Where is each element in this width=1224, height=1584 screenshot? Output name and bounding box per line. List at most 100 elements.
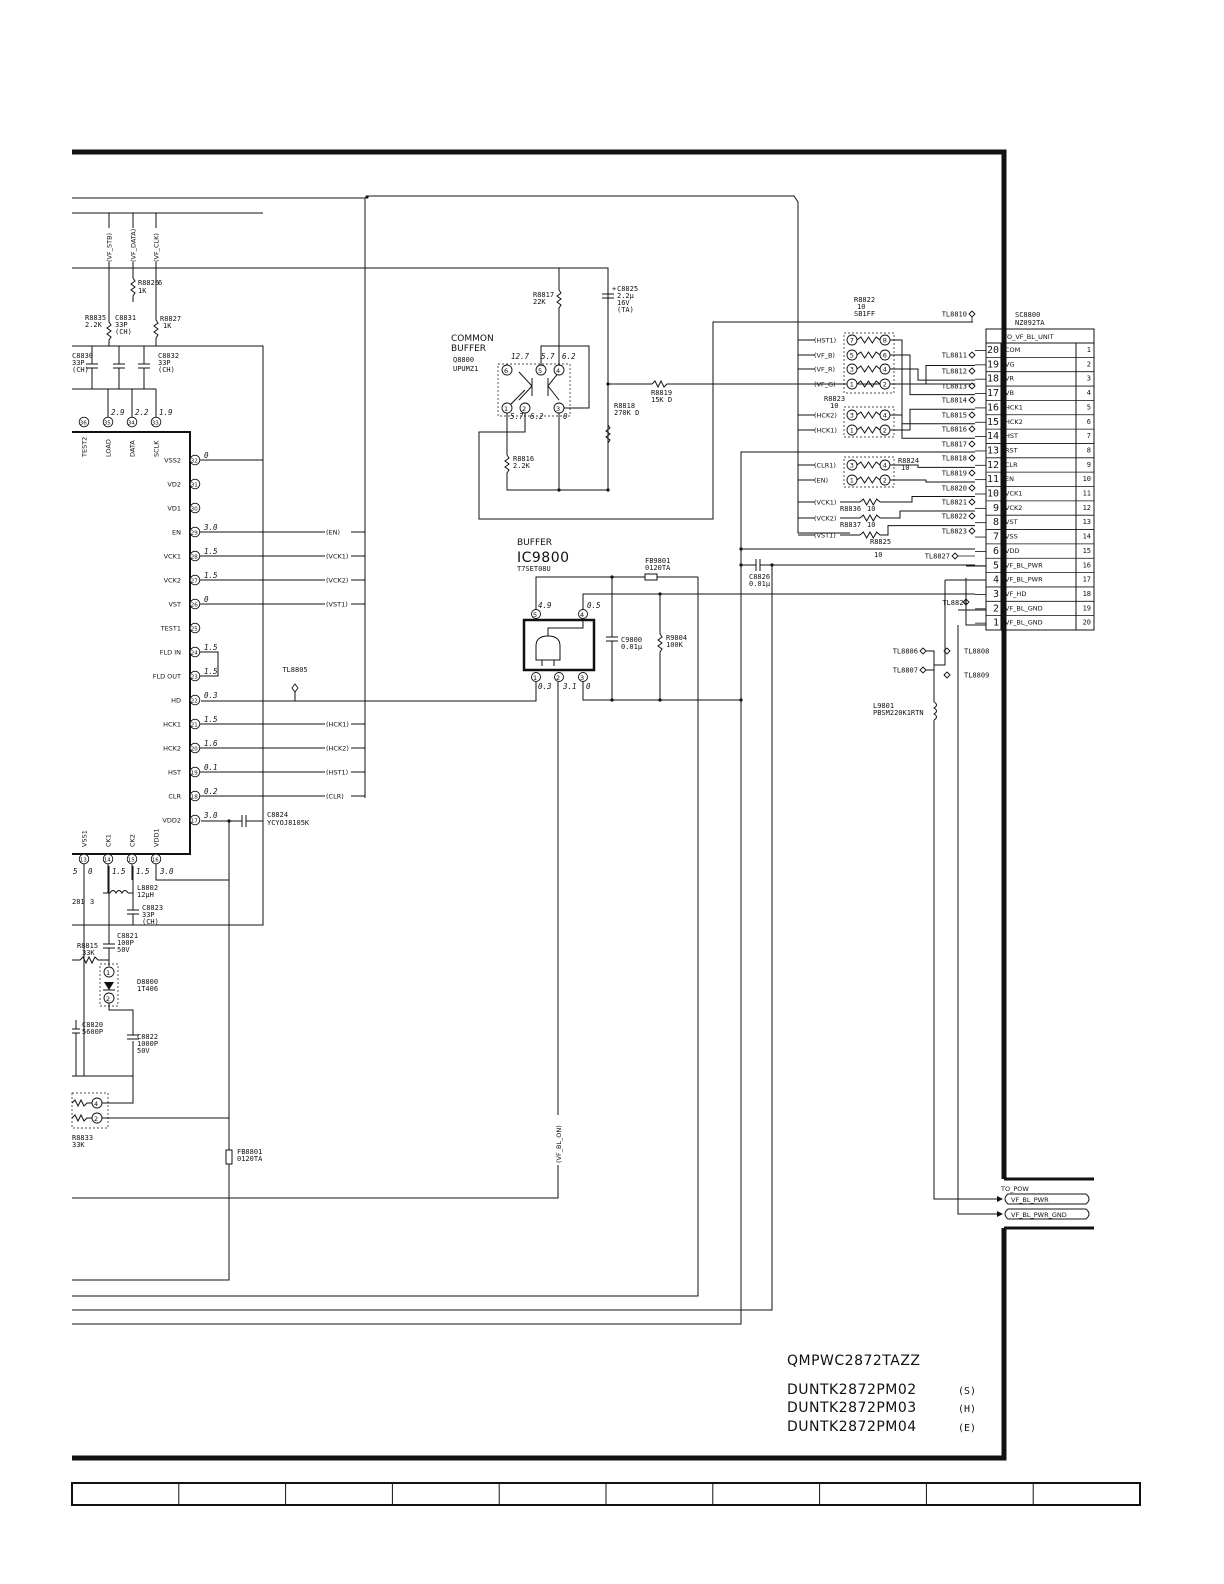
- connector-pin-name: COM: [1005, 346, 1020, 354]
- connector-pin-number: 19: [987, 359, 999, 370]
- r8819-value: 15K D: [651, 396, 672, 404]
- ic-right-pin-name: FLD OUT: [153, 673, 181, 681]
- ic-net-label: (VST1): [326, 601, 348, 609]
- test-lands: TL8810TL8811TL8812TL8813TL8814TL8815TL88…: [282, 310, 989, 680]
- test-land-label: TL8819: [942, 470, 967, 478]
- r8824-label: R8824: [898, 457, 919, 465]
- connector-pin-name: VST: [1005, 518, 1018, 526]
- connector-pin-name: VF_BL_PWR: [1005, 576, 1043, 584]
- ic-right-pin-25: [189, 622, 201, 634]
- ic-right-pin-24: [189, 646, 201, 658]
- connector-ext-pin: 10: [1083, 475, 1091, 483]
- ic-bottom-pin-name: CK1: [105, 834, 113, 847]
- ic9800-v4: 0.5: [587, 601, 601, 610]
- ic-right-pin-name: EN: [172, 529, 181, 537]
- svg-text:17: 17: [191, 818, 198, 824]
- connector-pin-number: 11: [987, 474, 999, 485]
- ic-bottom-pin-15: [126, 853, 138, 865]
- svg-text:31: 31: [191, 482, 198, 488]
- r8826-label: R8826: [138, 279, 159, 287]
- ic-top-pin-name: DATA: [129, 440, 137, 457]
- l9801-label: L9801: [873, 702, 894, 710]
- test-land-label: TL8809: [964, 672, 989, 680]
- connector-pin-number: 14: [987, 431, 999, 442]
- c8823-value: 33P: [142, 911, 155, 919]
- q8800-v5: 5.7: [541, 352, 555, 361]
- connector-pin-number: 1: [993, 618, 999, 629]
- svg-text:5: 5: [533, 611, 537, 619]
- svg-text:6: 6: [883, 351, 887, 359]
- svg-text:6: 6: [504, 367, 508, 375]
- c8822-label: C8822: [137, 1033, 158, 1041]
- svg-text:4: 4: [883, 461, 887, 469]
- r8816-label: R8816: [513, 455, 534, 463]
- test-land-label: TL8815: [942, 412, 967, 420]
- l8802-value: 12µH: [137, 891, 154, 899]
- q8800-v1: 5.7: [510, 412, 524, 421]
- c8825-label: C8825: [617, 285, 638, 293]
- svg-text:6: 6: [158, 279, 162, 287]
- svg-text:16: 16: [152, 857, 159, 863]
- test-land-tl8813: [968, 382, 976, 390]
- c8826-label: C8826: [749, 573, 770, 581]
- ic-bottom-pin-voltage: 1.5: [136, 867, 150, 876]
- test-land-label: TL8817: [942, 441, 967, 449]
- ic-right-pin-17: [189, 814, 201, 826]
- to-pow-row-2: VF_BL_PWR_GND: [1011, 1211, 1067, 1219]
- test-land-label: TL8824: [942, 599, 967, 607]
- test-land-tl8820: [968, 484, 976, 492]
- connector-pin-number: 13: [987, 445, 999, 456]
- ic-right-pin-voltage: 3.0: [203, 811, 218, 820]
- net-vf-bl-on: (VF_BL_ON): [555, 1125, 563, 1163]
- single-net-label: (VCK2): [814, 514, 836, 522]
- test-land-label: TL8820: [942, 485, 967, 493]
- ic9800-v3: 0: [586, 682, 591, 691]
- test-land-tl8818: [968, 454, 976, 462]
- array-net-label: (HST1): [814, 336, 836, 344]
- svg-text:1: 1: [850, 380, 854, 388]
- svg-text:29: 29: [191, 530, 198, 536]
- connector-pin-name: HST: [1005, 432, 1018, 440]
- svg-text:27: 27: [191, 578, 198, 584]
- test-land-tl8817: [968, 440, 976, 448]
- ic-bottom-pin-16: [150, 853, 162, 865]
- svg-text:2: 2: [883, 426, 887, 434]
- ic-right-pin-name: HST: [168, 769, 181, 777]
- c8825-value: 2.2µ: [617, 292, 635, 300]
- c8825-type: (TA): [617, 306, 634, 314]
- connector-ext-pin: 13: [1083, 518, 1091, 526]
- connector-pin-name: VF_BL_GND: [1005, 619, 1043, 627]
- r8822-type: SB1FF: [854, 310, 875, 318]
- svg-text:18: 18: [191, 794, 198, 800]
- test-land-label: TL8823: [942, 528, 967, 536]
- svg-text:1: 1: [850, 476, 854, 484]
- test-land-tl8812: [968, 367, 976, 375]
- test-land-tl8811: [968, 351, 976, 359]
- test-land-tl8810: [968, 310, 976, 318]
- connector-pin-name: VF_BL_PWR: [1005, 561, 1043, 569]
- r8815-label: R8815: [77, 942, 98, 950]
- connector-pin-name: VDD: [1005, 547, 1019, 555]
- connector-pin-name: VB: [1005, 389, 1014, 397]
- ic9800-value: T7SET08U: [517, 565, 551, 573]
- connector-pin-name: VCK1: [1005, 490, 1022, 498]
- r8825-label: R8825: [870, 538, 891, 546]
- connector-ext-pin: 19: [1083, 604, 1091, 612]
- ic-top-pin-name: LOAD: [105, 439, 113, 457]
- l8802-label: L8802: [137, 884, 158, 892]
- ic-bottom-pin-voltage: 1.5: [112, 867, 126, 876]
- svg-text:3: 3: [850, 365, 854, 373]
- ic-bottom-pin-voltage: 3.0: [159, 867, 174, 876]
- unit-number-h: DUNTK2872PM03: [787, 1400, 917, 1416]
- connector-ext-pin: 16: [1083, 561, 1091, 569]
- ic-top-pin-voltage: 1.9: [159, 408, 173, 417]
- svg-text:2: 2: [106, 995, 110, 1003]
- test-land-tl8819: [968, 469, 976, 477]
- ic-right-pin-name: VCK2: [164, 577, 181, 585]
- c8822-value: 1000P: [137, 1040, 158, 1048]
- return-lines: [72, 451, 975, 1325]
- c8825-voltage: 16V: [617, 299, 630, 307]
- svg-text:22: 22: [191, 698, 198, 704]
- ic-right-pin-voltage: 1.5: [204, 547, 218, 556]
